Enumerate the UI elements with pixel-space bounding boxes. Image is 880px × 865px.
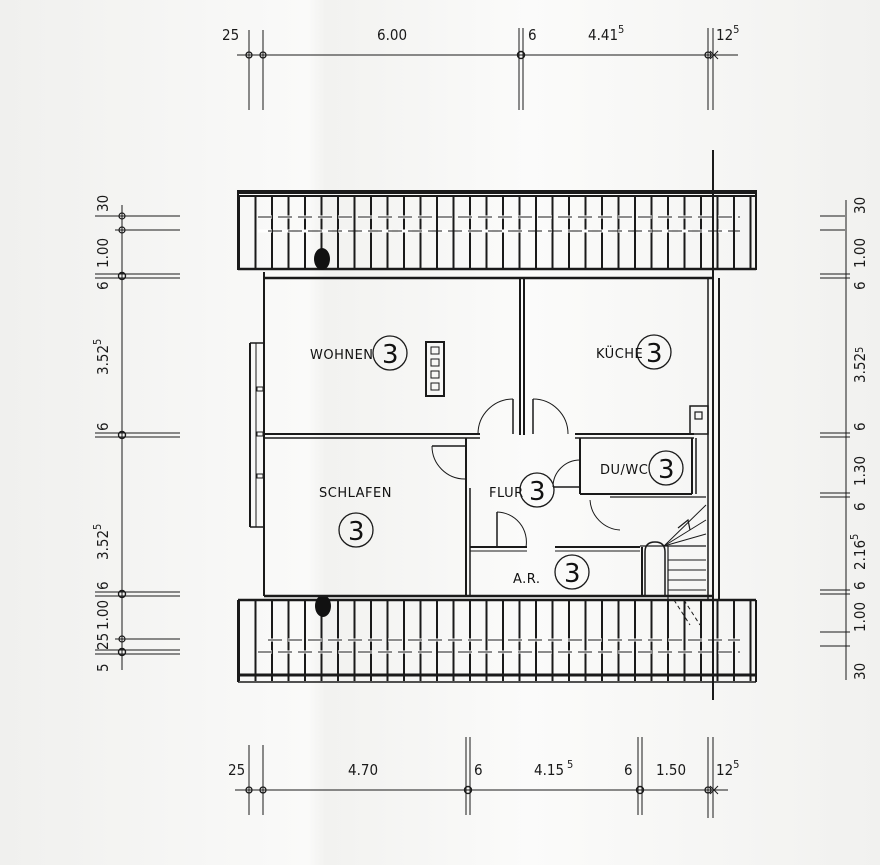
- dim-left-6: 6: [94, 581, 112, 590]
- room-label: WOHNEN: [310, 348, 374, 363]
- downpipe-bottom: [315, 595, 331, 617]
- dim-right-2: 6: [851, 281, 869, 290]
- dim-top-1: 6.00: [377, 26, 407, 44]
- top-dimension-chain: 25 6.00 6 4.415 125: [222, 23, 739, 110]
- doors: [431, 398, 621, 548]
- dim-right-5: 1.30: [851, 456, 869, 486]
- room-label: FLUR: [489, 486, 524, 501]
- dim-left-0: 30: [94, 195, 112, 212]
- room-wohnen: WOHNEN 3: [310, 335, 408, 371]
- dim-bottom-1: 4.70: [348, 761, 378, 779]
- room-schlafen: SCHLAFEN 3: [319, 486, 392, 548]
- dim-bottom-6: 125: [716, 758, 739, 779]
- chimney: [425, 341, 445, 397]
- right-dimension-chain: 30 1.00 6 3.525 6 1.30 6 2.165 6 1.00 30: [820, 197, 869, 680]
- room-label: DU/WC: [600, 463, 648, 478]
- dim-left-8: 25: [94, 633, 112, 650]
- left-dimension-chain: 30 1.00 6 3.525 6 3.525 6 1.00 25 5: [91, 195, 180, 672]
- dim-top-4: 125: [716, 23, 739, 44]
- dim-bottom-2: 6: [474, 761, 483, 779]
- staircase: [610, 496, 707, 626]
- dim-right-1: 1.00: [851, 238, 869, 268]
- dim-left-7: 1.00: [94, 600, 112, 630]
- dim-bottom-4: 6: [624, 761, 633, 779]
- dim-right-3: 3.525: [851, 347, 869, 383]
- room-abstellraum: A.R. 3: [513, 554, 590, 590]
- dim-left-5: 3.525: [91, 524, 112, 560]
- interior-walls: [264, 278, 709, 596]
- downpipe-top: [314, 248, 330, 270]
- dim-bottom-5: 1.50: [656, 761, 686, 779]
- dim-right-4: 6: [851, 422, 869, 431]
- room-number: 3: [382, 340, 399, 370]
- dim-top-2: 6: [528, 26, 537, 44]
- dim-right-0: 30: [851, 197, 869, 214]
- dim-right-6: 6: [851, 502, 869, 511]
- dim-top-0: 25: [222, 26, 239, 44]
- room-number: 3: [529, 477, 546, 507]
- dim-right-7: 2.165: [848, 534, 869, 570]
- room-label: A.R.: [513, 572, 541, 587]
- dim-left-9: 5: [94, 663, 112, 672]
- dim-left-3: 3.525: [91, 339, 112, 375]
- room-number: 3: [658, 455, 675, 485]
- dim-left-4: 6: [94, 422, 112, 431]
- room-kueche: KÜCHE 3: [596, 334, 672, 370]
- room-du-wc: DU/WC 3: [600, 450, 684, 486]
- room-label: SCHLAFEN: [319, 486, 392, 501]
- dim-right-10: 30: [851, 663, 869, 680]
- room-flur: FLUR 3: [489, 472, 555, 508]
- room-number: 3: [348, 517, 365, 547]
- dim-right-8: 6: [851, 581, 869, 590]
- dim-right-9: 1.00: [851, 602, 869, 632]
- dim-top-3: 4.415: [588, 23, 624, 44]
- bottom-balcony-railing: [237, 595, 757, 683]
- dim-bottom-0: 25: [228, 761, 245, 779]
- room-number: 3: [646, 339, 663, 369]
- room-label: KÜCHE: [596, 345, 643, 362]
- dim-left-1: 1.00: [94, 238, 112, 268]
- room-number: 3: [564, 559, 581, 589]
- dim-left-2: 6: [94, 281, 112, 290]
- top-balcony-railing: [237, 190, 757, 271]
